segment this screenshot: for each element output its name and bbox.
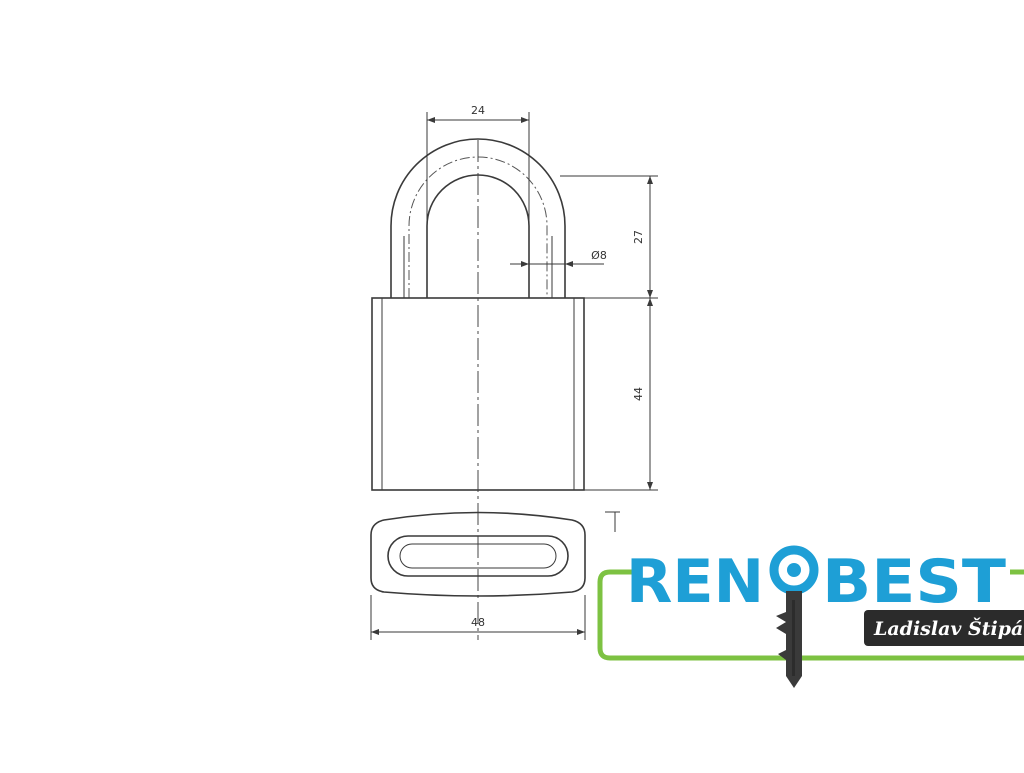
dim-body-width: 48 xyxy=(471,616,485,629)
logo-frame xyxy=(597,569,1024,661)
renobest-logo: REN BEST Ladislav Štipán xyxy=(597,545,1024,688)
key-icon xyxy=(769,545,819,688)
brand-text-right: BEST xyxy=(822,547,1006,617)
keyhole-slot-inner xyxy=(399,543,557,569)
dimension-lines xyxy=(370,112,658,640)
brand-text-left: REN xyxy=(626,547,764,617)
owner-name: Ladislav Štipán xyxy=(873,617,1024,640)
bottom-view xyxy=(370,511,586,597)
keyhole-slot-outer xyxy=(387,535,569,577)
owner-tag xyxy=(864,610,1024,646)
shackle-side-lines xyxy=(403,236,553,298)
dim-shackle-diameter: Ø8 xyxy=(591,249,607,262)
dimension-arrows xyxy=(371,117,653,635)
dim-shackle-height: 27 xyxy=(632,230,645,244)
shackle-outer-outline xyxy=(390,138,566,298)
dim-shackle-width: 24 xyxy=(471,104,485,117)
dim-body-height: 44 xyxy=(632,387,645,401)
bottom-view-outline xyxy=(370,511,586,597)
